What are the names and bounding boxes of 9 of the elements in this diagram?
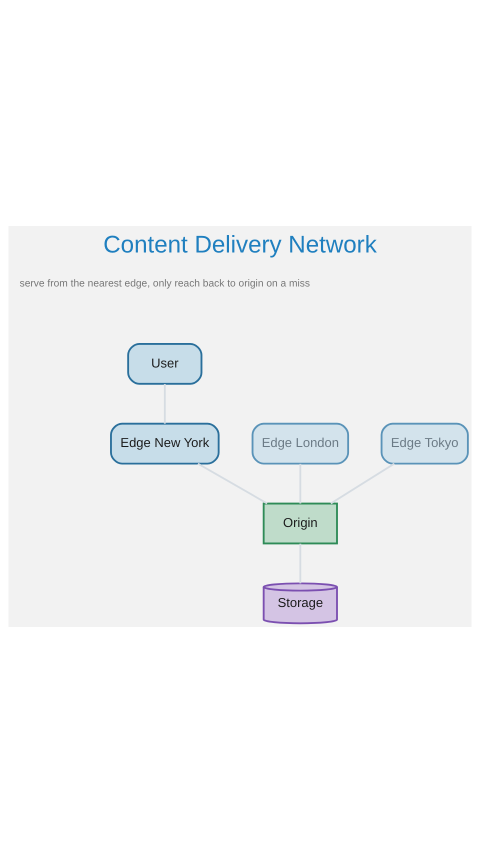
connector [198, 462, 268, 504]
connector [330, 462, 395, 504]
node-box: Origin [262, 502, 338, 544]
diagram-title: Content Delivery Network [103, 232, 377, 259]
node-box: Edge London [252, 422, 350, 465]
label: serve from the nearest edge, only reach back to origin on a miss [20, 278, 310, 290]
node-box: User [127, 342, 202, 385]
node-box: Edge Tokyo [380, 422, 469, 465]
node-box: Edge New York [110, 422, 220, 465]
